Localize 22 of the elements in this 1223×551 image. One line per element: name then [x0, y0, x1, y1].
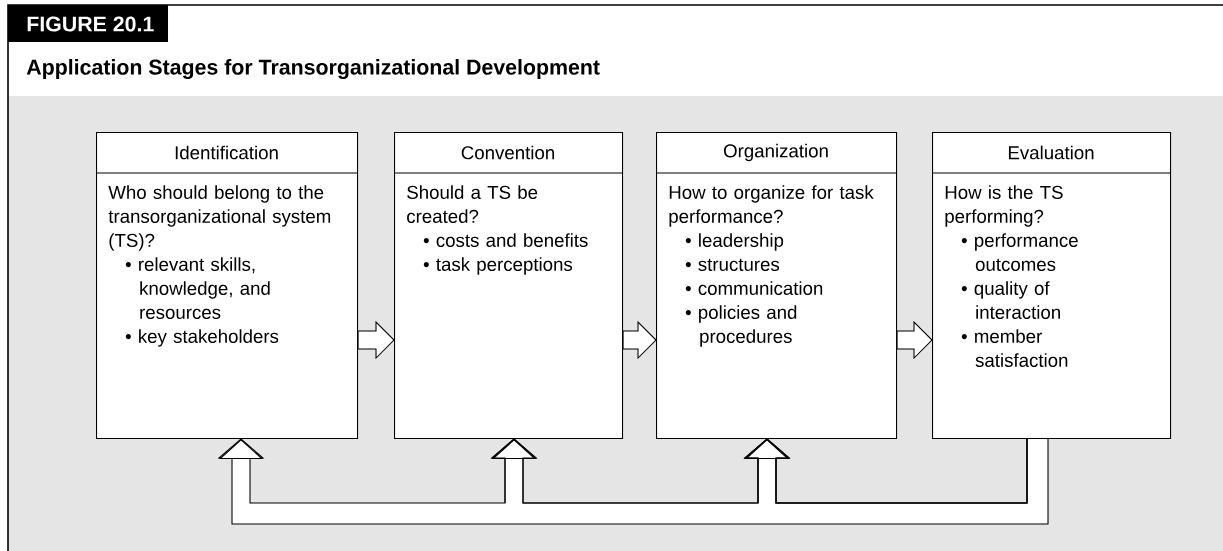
node-label: • policies and procedures: [685, 305, 797, 347]
stage-description: How is the TS performing? • performance outcomes • quality of interaction • member satisfaction: [945, 185, 1078, 367]
stage-heading: Identification: [175, 145, 278, 160]
block-arrow: [357, 320, 395, 360]
node-label: • performance outcomes: [961, 233, 1078, 271]
node-label: How to organize for task performance?: [669, 185, 874, 227]
stage-heading: Convention: [461, 145, 554, 160]
stage-description: How to organize for task performance? • leadership • structures • communication • policies and procedures: [669, 185, 874, 347]
block-arrow: [896, 320, 933, 360]
stage-description: Should a TS be created? • costs and benefits • task perceptions: [407, 185, 588, 275]
stage-heading: Evaluation: [1008, 145, 1094, 160]
figure-tab: FIGURE 20.1: [8, 5, 168, 42]
node-label: • member satisfaction: [961, 329, 1068, 367]
stage-heading: Organization: [723, 143, 828, 162]
stage-description: Who should belong to the transorganizational system (TS)? • relevant skills, knowledge, and resources • key stakeholders: [108, 185, 331, 347]
node-label: • leadership: [685, 233, 784, 251]
node-label: • communication: [685, 281, 823, 295]
node-label: • quality of interaction: [961, 281, 1060, 319]
block-arrow: [622, 320, 657, 360]
node-label: How is the TS performing?: [945, 185, 1063, 227]
figure-title: Application Stages for Transorganizational Development: [26, 59, 600, 79]
node-label: • structures: [685, 258, 780, 271]
